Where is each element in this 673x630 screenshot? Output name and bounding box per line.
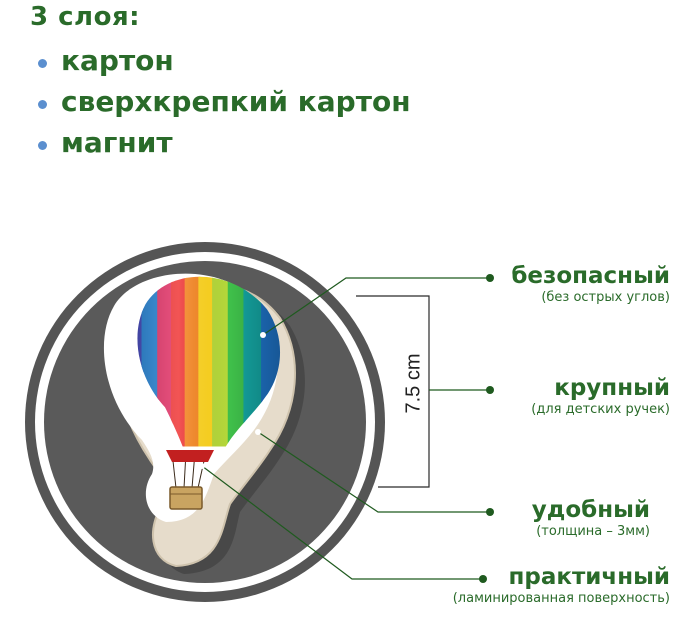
list-item: сверхкрепкий картон: [38, 81, 411, 122]
callout-line-convenient: [257, 431, 490, 513]
feature-title: безопасный: [511, 263, 670, 289]
layer-list: картон сверхкрепкий картон магнит: [38, 40, 411, 163]
leader-dot: [486, 508, 494, 516]
leader-dot: [255, 429, 261, 435]
dimension-bracket: [356, 295, 430, 488]
layer-label: картон: [61, 44, 174, 77]
list-item: картон: [38, 40, 411, 81]
feature-subtitle: (толщина – 3мм): [536, 524, 650, 539]
feature-subtitle: (для детских ручек): [531, 402, 670, 417]
callout-line-practical: [201, 465, 483, 580]
bullet-dot-icon: [38, 59, 47, 68]
leader-dot: [486, 386, 494, 394]
balloon-basket: [169, 486, 203, 510]
feature-title: удобный: [531, 497, 650, 523]
feature-subtitle: (ламинированная поверхность): [452, 591, 670, 606]
feature-title: крупный: [554, 375, 670, 401]
feature-subtitle: (без острых углов): [541, 290, 670, 305]
feature-practical: практичный (ламинированная поверхность): [390, 564, 670, 608]
callout-line-safe: [262, 277, 490, 336]
feature-large: крупный (для детских ручек): [420, 375, 670, 419]
leader-dot: [486, 274, 494, 282]
layers-title: 3 слоя:: [30, 2, 141, 32]
leader-dot: [479, 575, 487, 583]
feature-title: практичный: [508, 564, 670, 590]
layer-label: сверхкрепкий картон: [61, 85, 411, 118]
bullet-dot-icon: [38, 141, 47, 150]
feature-convenient: удобный (толщина – 3мм): [420, 497, 650, 541]
layer-label: магнит: [61, 126, 173, 159]
leader-dot: [199, 463, 205, 469]
balloon-skirt: [166, 450, 214, 462]
list-item: магнит: [38, 122, 411, 163]
bullet-dot-icon: [38, 100, 47, 109]
leader-dot: [260, 332, 266, 338]
feature-safe: безопасный (без острых углов): [420, 263, 670, 307]
